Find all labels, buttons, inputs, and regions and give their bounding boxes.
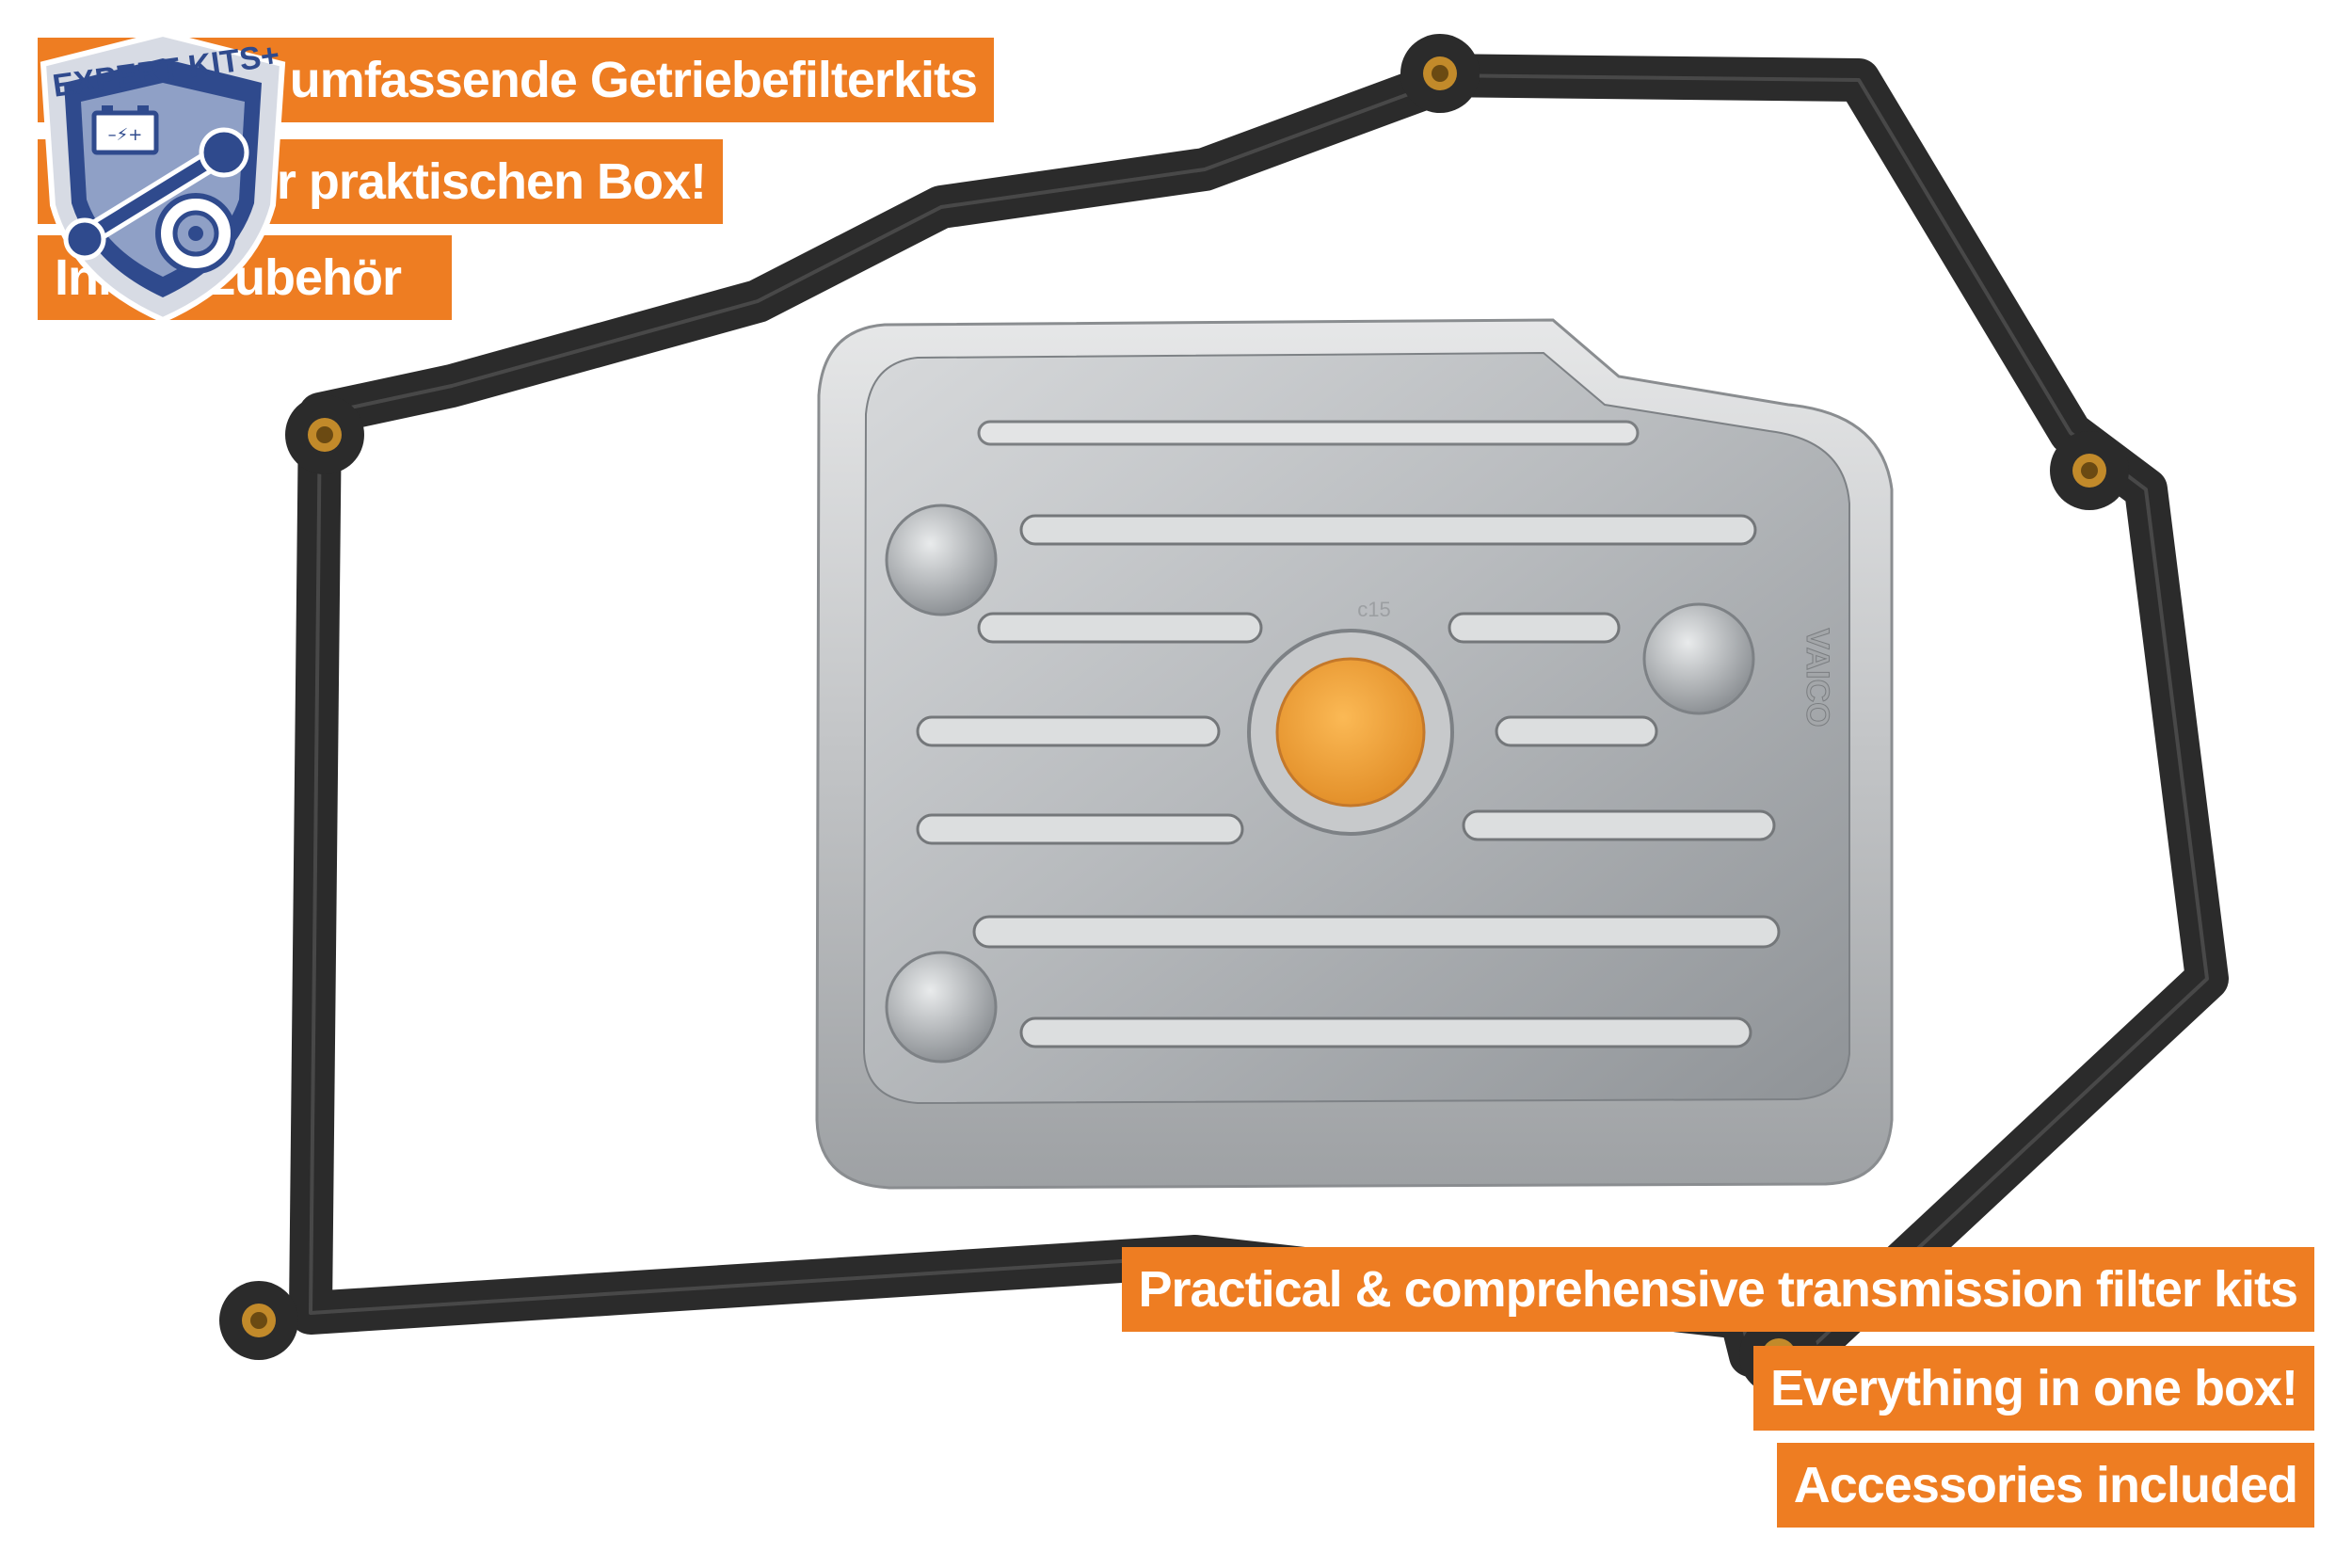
filter-intake-disc bbox=[1275, 657, 1426, 808]
filter-rib bbox=[977, 612, 1621, 644]
filter-dimple bbox=[1642, 602, 1755, 715]
filter-rib bbox=[1019, 514, 1757, 546]
banner-de-2-text: ner praktischen Box! bbox=[218, 153, 707, 210]
filter-rib bbox=[977, 420, 1640, 446]
filter-rib bbox=[1019, 1016, 1752, 1048]
filter-brand-mark: VAICO bbox=[1800, 628, 1835, 727]
filter-rib bbox=[972, 915, 1781, 949]
gasket-bolt-tab bbox=[285, 395, 364, 474]
banner-en-3: Accessories included bbox=[1776, 1443, 2314, 1528]
gasket-bolt-tab bbox=[219, 1281, 298, 1360]
banner-de-1-text: & umfassende Getriebefilterkits bbox=[240, 52, 978, 108]
filter-rib bbox=[916, 809, 1776, 845]
transmission-filter: VAICO c15 bbox=[815, 318, 1894, 1190]
wrench-icon bbox=[63, 127, 249, 261]
gasket-bolt-tab bbox=[2050, 431, 2129, 510]
svg-text:–⚡+: –⚡+ bbox=[108, 125, 143, 145]
filter-code-mark: c15 bbox=[1357, 598, 1390, 621]
battery-icon: –⚡+ bbox=[91, 105, 159, 155]
banner-en-2: Everything in one box! bbox=[1752, 1346, 2314, 1431]
banner-en-1-text: Practical & comprehensive transmission f… bbox=[1138, 1261, 2298, 1318]
banner-en-3-text: Accessories included bbox=[1793, 1457, 2298, 1513]
filter-dimple bbox=[885, 504, 998, 616]
gasket-bolt-tab bbox=[1400, 34, 1480, 113]
banner-de-3: Inl e Zubehör bbox=[38, 235, 452, 320]
filter-rib bbox=[916, 715, 1658, 747]
banner-en-2-text: Everything in one box! bbox=[1769, 1360, 2298, 1416]
banner-en-1: Practical & comprehensive transmission f… bbox=[1121, 1247, 2314, 1332]
brake-disc-icon bbox=[155, 193, 236, 274]
expert-kits-badge: EXPERT KITS+ –⚡+ bbox=[40, 30, 286, 324]
filter-dimple bbox=[885, 951, 998, 1064]
